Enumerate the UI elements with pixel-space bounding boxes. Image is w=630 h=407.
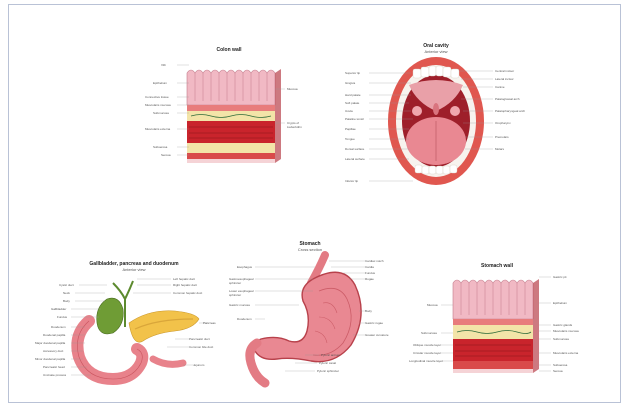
oral-cavity-panel: Oral cavity Anterior view <box>341 41 531 191</box>
stomach-label-duodenum: Duodenum <box>237 317 252 321</box>
colon-label-serosa: Serosa <box>161 153 171 157</box>
stomach-label-pyloric-antrum: Pyloric antrum <box>321 353 340 357</box>
stomach-label-cardia: Cardia <box>365 265 374 269</box>
colon-label-subserosa: Subserosa <box>153 145 167 149</box>
stomach-label-body: Body <box>365 309 372 313</box>
oral-label-lateral-surface: Lateral surface <box>345 157 365 161</box>
stomach-label-esophagus: Esophagus <box>237 265 252 269</box>
stomach-panel: Stomach Cross section Esophagus Gastroes… <box>235 239 385 389</box>
colon-label-connective-tissue: Connective tissue <box>145 95 169 99</box>
gb-label-jejunum: Jejunum <box>193 363 204 367</box>
stomach-illustration <box>235 239 385 389</box>
gb-label-cystic-duct: Cystic duct <box>59 283 74 287</box>
oral-label-superior-lip: Superior lip <box>345 71 360 75</box>
colon-label-submucosa: Submucosa <box>153 111 169 115</box>
sw-label-muscularis-externa: Muscularis externa <box>553 351 578 355</box>
oral-label-lateral-incisor: Lateral incisor <box>495 77 514 81</box>
stomach-label-gastric-rugae: Gastric rugae <box>365 321 383 325</box>
oral-label-palatopharyngeal-arch: Palatopharyngeal arch <box>495 109 525 113</box>
gb-label-body: Body <box>63 299 70 303</box>
oral-label-central-incisor: Central incisor <box>495 69 514 73</box>
oral-label-tongue: Tongue <box>345 137 355 141</box>
oral-label-palatine-tonsil: Palatine tonsil <box>345 117 364 121</box>
sw-label-submucosa-left: Submucosa <box>421 331 437 335</box>
gb-label-right-hepatic-duct: Right hepatic duct <box>173 283 197 287</box>
sw-label-longitudinal-muscle: Longitudinal muscle layer <box>409 359 443 363</box>
stomach-wall-panel: Stomach wall Mucosa Submucosa Oblique mu… <box>423 261 573 391</box>
sw-label-gastric-glands: Gastric glands <box>553 323 572 327</box>
sw-label-submucosa-right: Submucosa <box>553 337 569 341</box>
colon-label-villi: Villi <box>161 63 166 67</box>
stomach-label-pyloric-canal: Pyloric canal <box>319 361 336 365</box>
gb-label-minor-duodenal-papilla: Minor duodenal papilla <box>35 357 65 361</box>
colon-label-muscularis-mucosa: Muscularis mucosa <box>145 103 171 107</box>
gb-label-neck: Neck <box>63 291 70 295</box>
stomach-label-greater-curvature: Greater curvature <box>365 333 389 337</box>
colon-label-epithelium: Epithelium <box>153 81 167 85</box>
oral-label-palatoglossal-arch: Palatoglossal arch <box>495 97 520 101</box>
stomach-wall-illustration <box>423 261 573 391</box>
gb-label-accessory-duct: Accessory duct <box>43 349 63 353</box>
oral-cavity-illustration <box>341 41 531 191</box>
stomach-label-fundus: Fundus <box>365 271 375 275</box>
oral-label-canine: Canine <box>495 85 505 89</box>
figure-frame: Colon wall Villi Epi <box>8 4 621 403</box>
gb-label-duodenum: Duodenum <box>51 325 66 329</box>
colon-label-mucosa: Mucosa <box>287 87 298 91</box>
colon-label-crypts: Crypts of Lieberkühn <box>287 121 303 129</box>
oral-label-oropharynx: Oropharynx <box>495 121 511 125</box>
stomach-label-pyloric-sphincter: Pyloric sphincter <box>317 369 339 373</box>
gb-label-common-hepatic-duct: Common hepatic duct <box>173 291 202 295</box>
sw-label-serosa: Serosa <box>553 369 563 373</box>
oral-label-uvula: Uvula <box>345 109 353 113</box>
gb-label-pancreatic-head: Pancreatic head <box>43 365 65 369</box>
stomach-label-gastric-mucosa: Gastric mucosa <box>229 303 250 307</box>
oral-label-soft-palate: Soft palate <box>345 101 359 105</box>
oral-label-premolars: Premolars <box>495 135 509 139</box>
gb-label-pancreatic-duct: Pancreatic duct <box>189 337 210 341</box>
oral-label-papillae: Papillae <box>345 127 356 131</box>
oral-label-inferior-lip: Inferior lip <box>345 179 358 183</box>
oral-label-molars: Molars <box>495 147 504 151</box>
gb-label-common-bile-duct: Common bile duct <box>189 345 213 349</box>
gb-label-major-duodenal-papilla: Major duodenal papilla <box>35 341 65 345</box>
oral-label-gingiva: Gingiva <box>345 81 355 85</box>
sw-label-mucosa: Mucosa <box>427 303 438 307</box>
colon-wall-panel: Colon wall Villi Epi <box>159 43 299 183</box>
gb-label-fundus: Fundus <box>57 315 67 319</box>
stomach-label-gastroesophageal-sphincter: Gastroesophageal sphincter <box>229 277 255 285</box>
sw-label-epithelium: Epithelium <box>553 301 567 305</box>
stomach-label-lower-esophageal-sphincter: Lower esophageal sphincter <box>229 289 255 297</box>
gb-label-duodenal-papilla: Duodenal papilla <box>43 333 65 337</box>
oral-label-dorsal-surface: Dorsal surface <box>345 147 364 151</box>
oral-label-hard-palate: Hard palate <box>345 93 361 97</box>
colon-label-muscularis-externa: Muscularis externa <box>145 127 170 131</box>
gb-label-pancreas: Pancreas <box>203 321 216 325</box>
sw-label-gastric-pit: Gastric pit <box>553 275 567 279</box>
gb-label-gallbladder: Gallbladder <box>51 307 66 311</box>
sw-label-subserosa: Subserosa <box>553 363 567 367</box>
stomach-label-cardiac-notch: Cardiac notch <box>365 259 384 263</box>
sw-label-circular-muscle: Circular muscle layer <box>413 351 441 355</box>
stomach-label-rugae: Rugae <box>365 277 374 281</box>
sw-label-oblique-muscle: Oblique muscle layer <box>413 343 441 347</box>
gb-label-left-hepatic-duct: Left hepatic duct <box>173 277 195 281</box>
colon-wall-illustration <box>159 43 299 183</box>
gb-label-uncinate-process: Uncinate process <box>43 373 66 377</box>
gallbladder-panel: Gallbladder, pancreas and duodenum Anter… <box>49 255 219 385</box>
sw-label-muscularis-mucosa: Muscularis mucosa <box>553 329 579 333</box>
